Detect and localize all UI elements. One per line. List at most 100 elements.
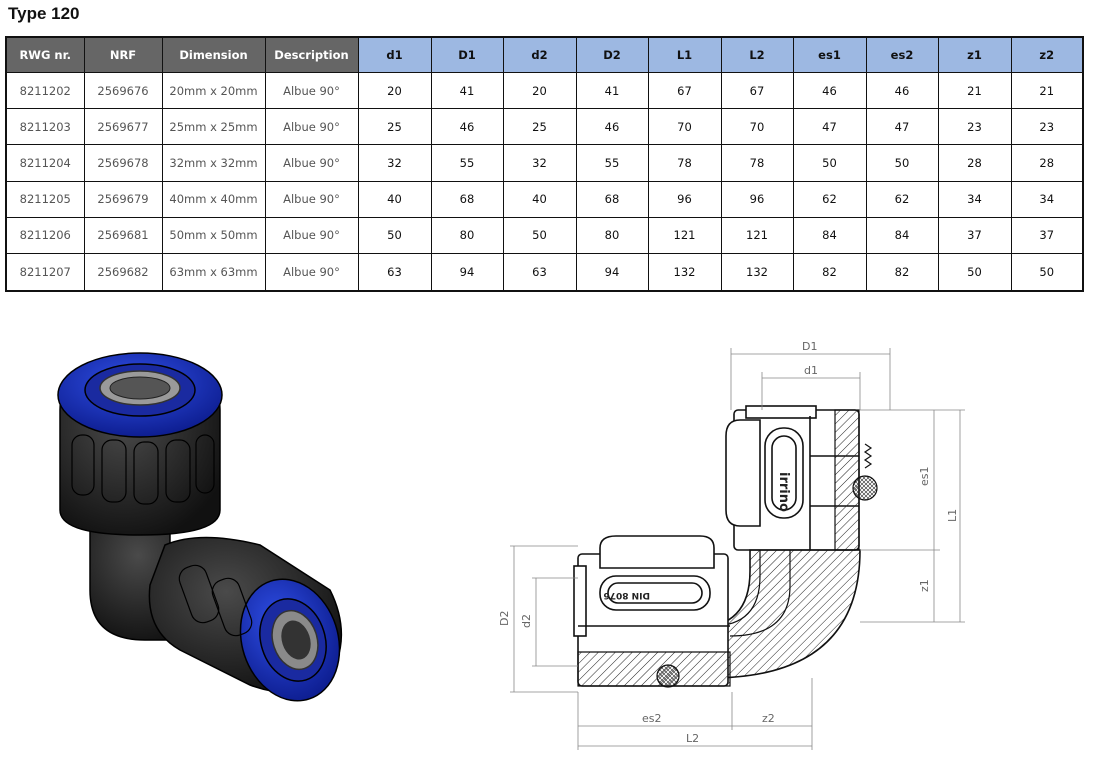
cell-d2: 40 <box>502 180 577 218</box>
cell-es1: 50 <box>792 144 867 182</box>
cell-d2: 32 <box>502 144 577 182</box>
header-es2: es2 <box>865 36 939 73</box>
cell-es2: 47 <box>865 108 939 146</box>
cell-d1: 63 <box>357 253 432 292</box>
cell-L2: 132 <box>720 253 794 292</box>
cell-L1: 67 <box>647 71 722 110</box>
header-L1: L1 <box>647 36 722 73</box>
cell-es2: 62 <box>865 180 939 218</box>
din-stamp: DIN 8076 <box>603 590 650 600</box>
cell-D2: 55 <box>575 144 649 182</box>
label-L1: L1 <box>946 509 959 522</box>
cell-es2: 46 <box>865 71 939 110</box>
header-row: RWG nr. NRF Dimension Description d1 D1 … <box>5 36 1084 73</box>
page-title: Type 120 <box>8 4 80 23</box>
irrino-logo-top: irrino <box>776 472 791 512</box>
cell-z1: 50 <box>937 253 1012 292</box>
cell-d1: 20 <box>357 71 432 110</box>
cell-d1: 25 <box>357 108 432 146</box>
cell-z1: 37 <box>937 216 1012 255</box>
cell-d2: 25 <box>502 108 577 146</box>
header-description: Description <box>264 36 359 73</box>
cell-D2: 80 <box>575 216 649 255</box>
header-d1: d1 <box>357 36 432 73</box>
cell-D1: 46 <box>430 108 504 146</box>
cell-dimension: 40mm x 40mm <box>161 180 266 218</box>
cell-z2: 50 <box>1010 253 1084 292</box>
header-dimension: Dimension <box>161 36 266 73</box>
table-row: 8211205 2569679 40mm x 40mm Albue 90° 40… <box>5 180 1084 218</box>
cell-nrf: 2569682 <box>83 253 163 292</box>
cell-z2: 34 <box>1010 180 1084 218</box>
header-D1: D1 <box>430 36 504 73</box>
cell-L1: 132 <box>647 253 722 292</box>
header-L2: L2 <box>720 36 794 73</box>
cell-L1: 70 <box>647 108 722 146</box>
label-z2: z2 <box>762 712 775 725</box>
cell-es1: 84 <box>792 216 867 255</box>
cell-D2: 68 <box>575 180 649 218</box>
cell-description: Albue 90° <box>264 71 359 110</box>
cell-es2: 84 <box>865 216 939 255</box>
cell-rwg: 8211206 <box>5 216 85 255</box>
cell-es2: 50 <box>865 144 939 182</box>
cell-D1: 94 <box>430 253 504 292</box>
table-row: 8211203 2569677 25mm x 25mm Albue 90° 25… <box>5 108 1084 146</box>
header-es1: es1 <box>792 36 867 73</box>
cell-z2: 37 <box>1010 216 1084 255</box>
cell-rwg: 8211205 <box>5 180 85 218</box>
cell-L2: 70 <box>720 108 794 146</box>
cell-es2: 82 <box>865 253 939 292</box>
header-d2: d2 <box>502 36 577 73</box>
cell-rwg: 8211203 <box>5 108 85 146</box>
header-nrf: NRF <box>83 36 163 73</box>
elbow-fitting-image <box>57 352 343 702</box>
cell-dimension: 25mm x 25mm <box>161 108 266 146</box>
label-es2: es2 <box>642 712 662 725</box>
table-row: 8211204 2569678 32mm x 32mm Albue 90° 32… <box>5 144 1084 182</box>
cell-z2: 28 <box>1010 144 1084 182</box>
cell-L1: 78 <box>647 144 722 182</box>
cell-z1: 34 <box>937 180 1012 218</box>
cell-es1: 46 <box>792 71 867 110</box>
cell-es1: 62 <box>792 180 867 218</box>
cell-L2: 96 <box>720 180 794 218</box>
cell-D2: 94 <box>575 253 649 292</box>
header-rwg: RWG nr. <box>5 36 85 73</box>
cell-D2: 41 <box>575 71 649 110</box>
cell-z2: 21 <box>1010 71 1084 110</box>
cell-D1: 55 <box>430 144 504 182</box>
header-z1: z1 <box>937 36 1012 73</box>
cell-description: Albue 90° <box>264 180 359 218</box>
header-z2: z2 <box>1010 36 1084 73</box>
label-d1: d1 <box>804 364 818 377</box>
cell-nrf: 2569678 <box>83 144 163 182</box>
cell-D2: 46 <box>575 108 649 146</box>
cell-d1: 50 <box>357 216 432 255</box>
cell-rwg: 8211202 <box>5 71 85 110</box>
table-row: 8211207 2569682 63mm x 63mm Albue 90° 63… <box>5 253 1084 292</box>
table-row: 8211202 2569676 20mm x 20mm Albue 90° 20… <box>5 71 1084 110</box>
cell-description: Albue 90° <box>264 144 359 182</box>
cell-description: Albue 90° <box>264 216 359 255</box>
cell-nrf: 2569676 <box>83 71 163 110</box>
cell-z1: 23 <box>937 108 1012 146</box>
cell-D1: 41 <box>430 71 504 110</box>
label-d2: d2 <box>520 614 533 628</box>
cell-description: Albue 90° <box>264 108 359 146</box>
table-row: 8211206 2569681 50mm x 50mm Albue 90° 50… <box>5 216 1084 255</box>
cell-dimension: 50mm x 50mm <box>161 216 266 255</box>
cell-d1: 40 <box>357 180 432 218</box>
label-z1: z1 <box>918 579 931 592</box>
cell-d2: 63 <box>502 253 577 292</box>
cell-L1: 96 <box>647 180 722 218</box>
cell-d2: 50 <box>502 216 577 255</box>
cell-es1: 82 <box>792 253 867 292</box>
cell-z2: 23 <box>1010 108 1084 146</box>
cell-nrf: 2569681 <box>83 216 163 255</box>
label-D1: D1 <box>802 340 817 353</box>
cell-dimension: 20mm x 20mm <box>161 71 266 110</box>
cell-z1: 28 <box>937 144 1012 182</box>
label-L2: L2 <box>686 732 699 745</box>
cell-L2: 67 <box>720 71 794 110</box>
